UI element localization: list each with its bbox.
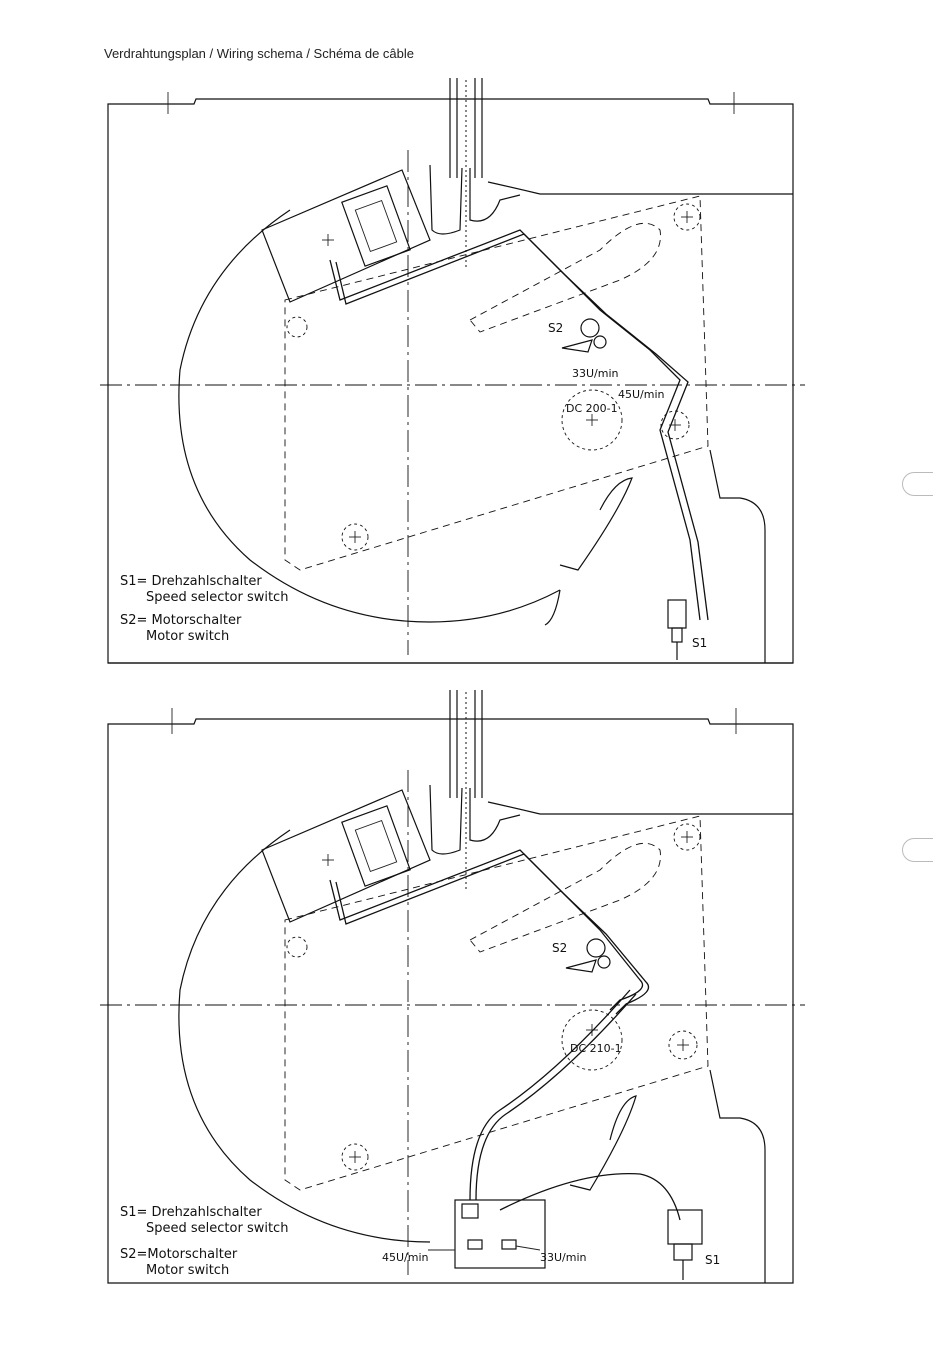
speed-33-label: 33U/min <box>572 367 619 380</box>
legend-s2-line1: S2=Motorschalter <box>120 1247 238 1262</box>
page-title: Verdrahtungsplan / Wiring schema / Schém… <box>104 46 414 61</box>
wiring-diagram-top: S2 33U/min 45U/min DC 200-1 S1 S1= Drehz… <box>0 70 950 670</box>
platter-outline <box>179 830 430 1242</box>
model-label: DC 210-1 <box>570 1042 622 1055</box>
legend: S1= Drehzahlschalter Speed selector swit… <box>120 1205 288 1278</box>
legend-s2-line2: Motor switch <box>146 1263 229 1278</box>
wiring-diagram-bottom: S2 DC 210-1 45U/min 33U/min S1 S1= Drehz… <box>0 690 950 1290</box>
model-label: DC 200-1 <box>566 402 618 415</box>
s1-tag: S1 <box>692 636 707 650</box>
s2-tag: S2 <box>552 941 567 955</box>
s2-tag: S2 <box>548 321 563 335</box>
legend-s1-line2: Speed selector switch <box>146 590 288 605</box>
speed-45-label: 45U/min <box>382 1251 429 1264</box>
s1-tag: S1 <box>705 1253 720 1267</box>
platter-outline <box>179 210 560 622</box>
speed-45-label: 45U/min <box>618 388 665 401</box>
punch-hole-bottom <box>902 838 933 862</box>
punch-hole-top <box>902 472 933 496</box>
legend: S1= Drehzahlschalter Speed selector swit… <box>120 574 288 644</box>
legend-s1-line1: S1= Drehzahlschalter <box>120 574 262 589</box>
speed-33-label: 33U/min <box>540 1251 587 1264</box>
legend-s2-line1: S2= Motorschalter <box>120 613 242 628</box>
legend-s1-line2: Speed selector switch <box>146 1221 288 1236</box>
legend-s2-line2: Motor switch <box>146 629 229 644</box>
legend-s1-line1: S1= Drehzahlschalter <box>120 1205 262 1220</box>
chassis-outline <box>108 719 793 1283</box>
